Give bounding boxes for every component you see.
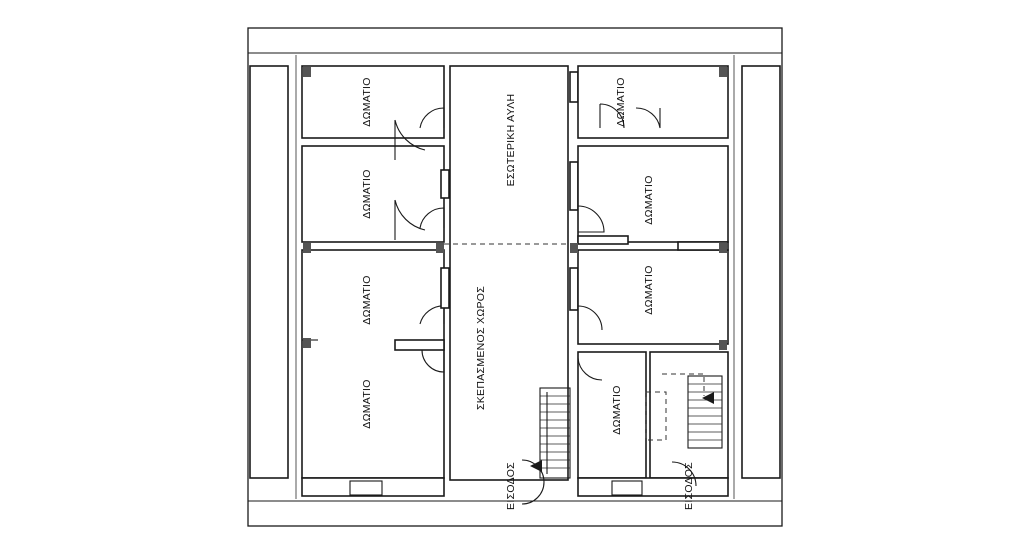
covered-space-label: ΣΚΕΠΑΣΜΕΝΟΣ ΧΩΡΟΣ bbox=[475, 286, 487, 410]
central-hall bbox=[440, 65, 579, 481]
entrance-label: ΕΙΣΟΔΟΣ bbox=[683, 462, 695, 510]
room-label: ΔΩΜΑΤΙΟ bbox=[611, 385, 623, 434]
inner-courtyard-label: ΕΣΩΤΕΡΙΚΗ ΑΥΛΗ bbox=[505, 94, 517, 187]
right-side-strip bbox=[741, 65, 781, 479]
room-label: ΔΩΜΑΤΙΟ bbox=[361, 379, 373, 428]
room-label: ΔΩΜΑΤΙΟ bbox=[361, 77, 373, 126]
room-label: ΔΩΜΑΤΙΟ bbox=[361, 169, 373, 218]
room-label: ΔΩΜΑΤΙΟ bbox=[361, 275, 373, 324]
room-label: ΔΩΜΑΤΙΟ bbox=[643, 175, 655, 224]
right-stairs bbox=[645, 373, 723, 449]
right-doors bbox=[577, 103, 697, 487]
outer-frame bbox=[247, 27, 783, 527]
room-label: ΔΩΜΑΤΙΟ bbox=[643, 265, 655, 314]
left-side-strip bbox=[249, 65, 289, 479]
left-room-block bbox=[301, 65, 445, 497]
center-stairs bbox=[521, 387, 571, 505]
room-label: ΔΩΜΑΤΙΟ bbox=[615, 77, 627, 126]
entrance-label: ΕΙΣΟΔΟΣ bbox=[505, 462, 517, 510]
